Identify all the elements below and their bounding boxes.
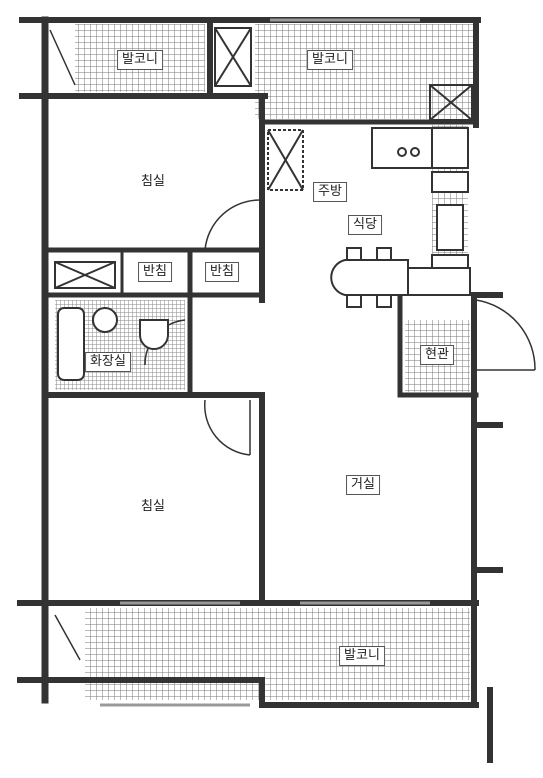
room-label-kitchen: 주방 xyxy=(313,182,347,202)
balcony-bottom-floor xyxy=(85,608,470,700)
bathroom-fixtures xyxy=(57,307,169,381)
room-label-balcony-top-left: 발코니 xyxy=(117,50,163,70)
room-label-entrance: 현관 xyxy=(420,345,454,365)
room-label-living: 거실 xyxy=(346,475,380,495)
windows xyxy=(100,18,430,707)
storage-boxes xyxy=(54,27,473,289)
balcony-top-right-floor xyxy=(255,24,475,119)
room-label-bedroom-top: 침실 xyxy=(141,174,165,189)
room-label-closet-left: 반침 xyxy=(138,262,172,282)
room-label-balcony-bottom: 발코니 xyxy=(339,646,385,666)
room-label-dining: 식당 xyxy=(348,215,382,235)
room-label-closet-right: 반침 xyxy=(205,262,239,282)
dining-table xyxy=(330,247,471,308)
room-label-bathroom: 화장실 xyxy=(85,352,131,372)
room-label-bedroom-bottom: 침실 xyxy=(141,499,165,514)
room-label-balcony-top-right: 발코니 xyxy=(307,50,353,70)
